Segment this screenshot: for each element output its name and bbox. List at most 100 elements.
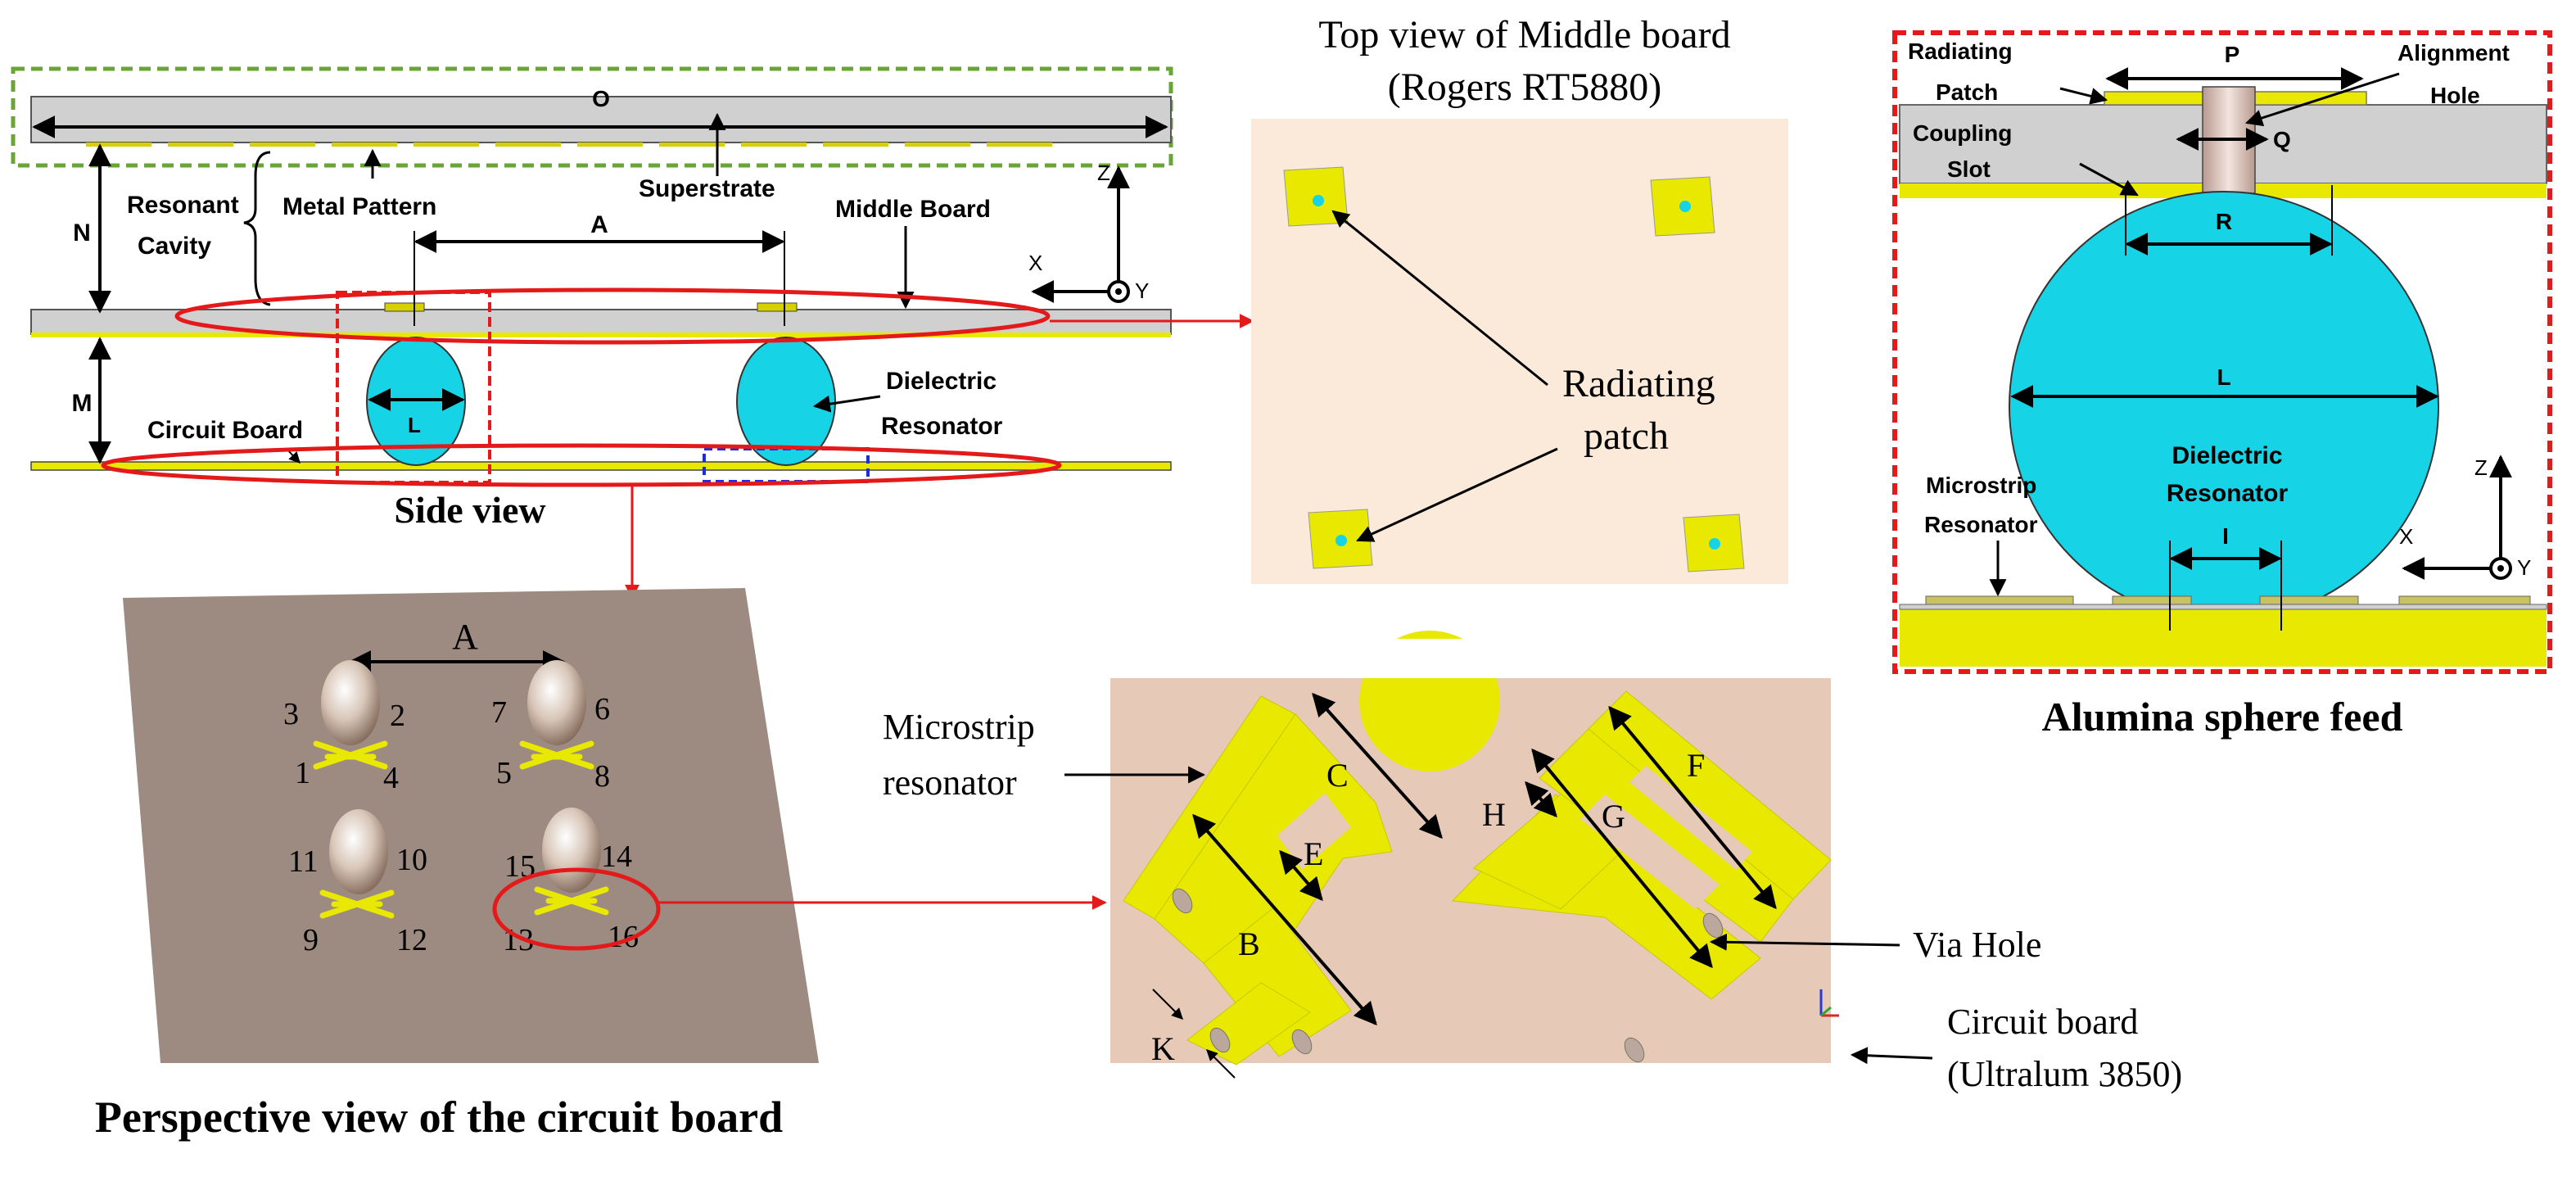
dim-f-label: F: [1687, 747, 1705, 784]
svg-text:10: 10: [396, 843, 427, 877]
feed-slot-label: Slot: [1947, 156, 1991, 182]
radiating-patch-label-1: Radiating: [1562, 362, 1715, 405]
feed-coupling-label: Coupling: [1913, 120, 2012, 146]
port-numbers: 1 2 3 4 5 6 7 8 9 10 11 12 13 14 15 16: [283, 692, 639, 957]
dr-element-1: [313, 660, 388, 770]
svg-text:Y: Y: [1135, 278, 1149, 303]
dim-c-label: C: [1326, 757, 1349, 794]
feed-microstrip-label: Microstrip: [1926, 473, 2036, 498]
circuit-board-detail-label-1: Circuit board: [1947, 1002, 2138, 1042]
svg-text:12: 12: [396, 923, 427, 957]
feed-alignment-label: Alignment: [2397, 40, 2510, 66]
dim-b: [1192, 813, 1377, 1026]
dim-e-label: E: [1304, 835, 1323, 872]
dim-o-label: O: [592, 86, 610, 111]
detail-small-axes-icon: [1819, 989, 1839, 1017]
svg-text:3: 3: [283, 697, 299, 731]
circuit-board-label: Circuit Board: [147, 417, 303, 444]
svg-text:Z: Z: [2474, 455, 2488, 480]
dim-b-label: B: [1238, 925, 1260, 962]
svg-text:5: 5: [496, 756, 512, 790]
dim-e: [1279, 849, 1323, 902]
dim-m-label: M: [72, 390, 93, 417]
superstrate-label: Superstrate: [639, 175, 775, 202]
via-hole-label: Via Hole: [1913, 925, 2041, 965]
superstrate-metal-pattern: [86, 143, 1052, 147]
via-holes: [1172, 888, 1724, 1063]
svg-text:1: 1: [295, 756, 310, 790]
svg-text:Y: Y: [2517, 555, 2531, 580]
dim-p-label: P: [2225, 42, 2240, 67]
feed-dr-resonator-label: Resonator: [2167, 480, 2289, 507]
cavity-label: Cavity: [138, 233, 211, 260]
feed-axes: Z X Y: [2399, 455, 2531, 580]
side-patch-1: [384, 302, 425, 312]
svg-text:6: 6: [594, 692, 610, 726]
radiating-patch-label-2: patch: [1584, 414, 1669, 458]
top-view-title-2: (Rogers RT5880): [1388, 66, 1661, 109]
svg-text:X: X: [2399, 524, 2413, 549]
middle-board-label: Middle Board: [835, 196, 991, 223]
feed-radiating-label: Radiating: [1908, 38, 2013, 64]
feed-sphere: [2009, 191, 2439, 622]
cavity-brace: [243, 151, 271, 306]
red-ellipse-circuit: [101, 443, 1062, 487]
top-view-patch-tr: [1650, 176, 1715, 237]
dim-a-perspective-label: A: [452, 617, 478, 657]
perspective-title: Perspective view of the circuit board: [95, 1093, 783, 1142]
svg-text:11: 11: [288, 844, 319, 879]
dim-g: [1531, 748, 1713, 969]
dim-r-label: R: [2216, 209, 2232, 234]
dr-element-3: [319, 809, 395, 919]
svg-text:14: 14: [601, 839, 632, 874]
feed-dielectric-label: Dielectric: [2172, 442, 2282, 469]
svg-text:8: 8: [594, 759, 610, 794]
feed-hole-label: Hole: [2430, 83, 2480, 108]
feed-circuit-board: [1900, 606, 2547, 667]
microstrip-label-1: Microstrip: [883, 707, 1035, 747]
resonator-label: Resonator: [881, 413, 1003, 440]
dim-h-label: H: [1482, 796, 1506, 833]
dim-l-side-label: L: [408, 413, 421, 437]
circuit-board-detail-label-2: (Ultralum 3850): [1947, 1054, 2182, 1094]
metal-pattern-label: Metal Pattern: [282, 193, 436, 220]
dielectric-label: Dielectric: [886, 368, 997, 395]
dim-l-feed-label: L: [2217, 364, 2230, 390]
middle-board: [30, 309, 1172, 335]
feed-patch-label: Patch: [1936, 79, 1998, 105]
dim-k-label: K: [1151, 1030, 1175, 1067]
dim-q-label: Q: [2273, 127, 2291, 152]
dim-n-label: N: [73, 219, 91, 247]
svg-text:2: 2: [390, 699, 405, 733]
top-view-title-1: Top view of Middle board: [1318, 13, 1730, 57]
dr-element-2: [519, 660, 594, 770]
microstrip-detail: B C E F G H K Microstrip resonator Via H…: [883, 631, 2182, 1094]
red-ellipse-element: [492, 867, 661, 951]
side-patch-2: [757, 302, 798, 312]
superstrate-green-outline: [11, 66, 1173, 168]
perspective-view: A: [95, 588, 1107, 1142]
top-view-patch-bl: [1308, 509, 1373, 569]
resonant-label: Resonant: [127, 192, 239, 219]
dim-g-label: G: [1602, 798, 1625, 835]
dim-i-label: I: [2222, 523, 2229, 549]
dr-sphere-2: [736, 337, 836, 466]
dim-h: [1525, 781, 1557, 818]
top-view-patch-br: [1683, 514, 1745, 572]
svg-text:4: 4: [383, 761, 399, 795]
dim-a-side-label: A: [590, 211, 608, 238]
sphere-feed: Radiating Patch P Alignment Hole Q Coupl…: [1892, 30, 2552, 740]
top-view: Top view of Middle board (Rogers RT5880)…: [1251, 13, 1788, 584]
svg-text:Z: Z: [1097, 161, 1110, 185]
dim-c: [1312, 692, 1443, 839]
svg-text:9: 9: [303, 923, 319, 957]
circuit-board-side: [30, 461, 1172, 471]
side-view-title: Side view: [394, 489, 545, 531]
perspective-board: [123, 588, 819, 1063]
feed-resonator-label: Resonator: [1924, 512, 2038, 537]
red-ellipse-middle: [174, 287, 1051, 345]
microstrip-label-2: resonator: [883, 762, 1017, 803]
svg-text:X: X: [1028, 251, 1042, 275]
side-view-axes: Z X Y: [1028, 161, 1149, 303]
